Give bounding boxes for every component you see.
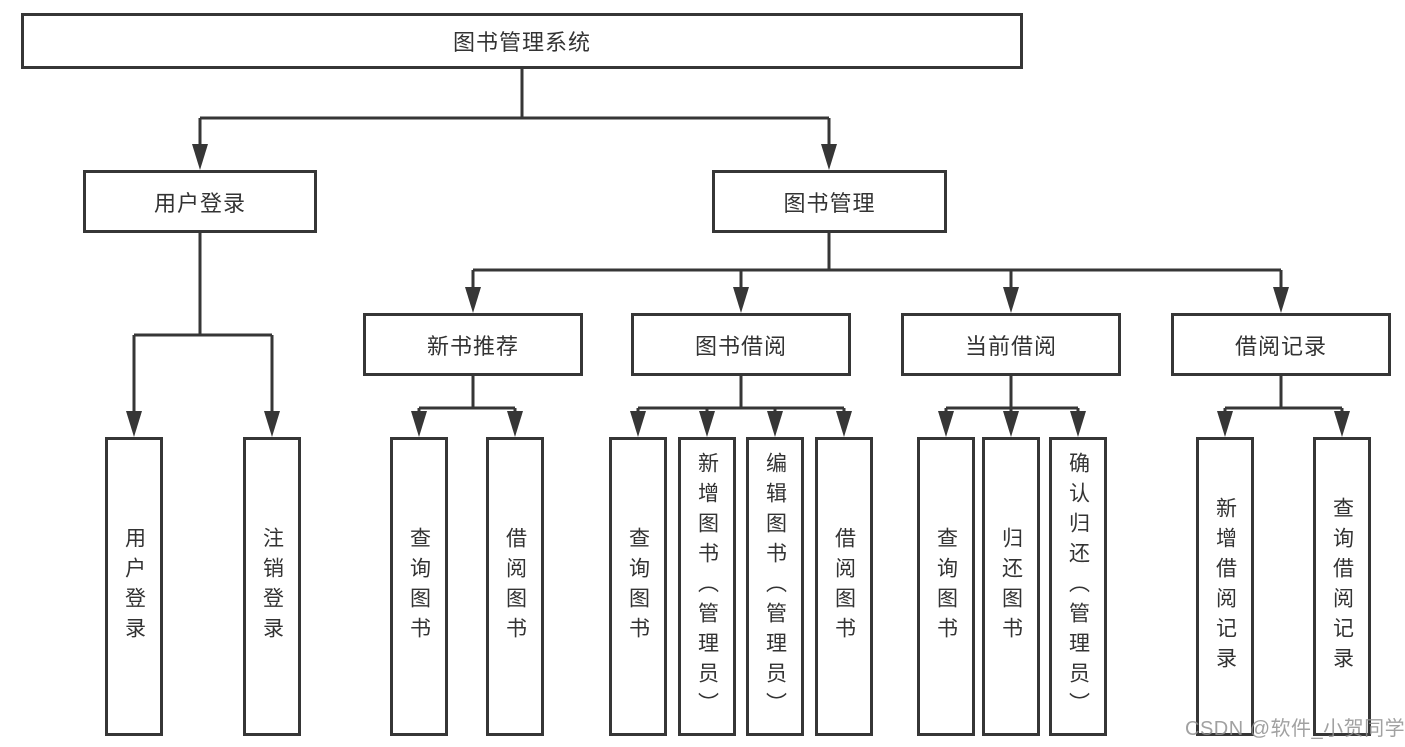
- leaf-user-login: 用户登录: [105, 437, 163, 736]
- node-user-login-branch: 用户登录: [83, 170, 317, 233]
- node-label: 查询图书: [407, 526, 431, 647]
- leaf-current-confirm-return-admin: 确认归还（管理员）: [1049, 437, 1107, 736]
- leaf-records-query-borrow-record: 查询借阅记录: [1313, 437, 1371, 736]
- node-current-borrowing: 当前借阅: [901, 313, 1121, 376]
- node-label: 用户登录: [122, 526, 146, 647]
- node-label: 查询图书: [934, 526, 958, 647]
- leaf-borrowing-borrow-books: 借阅图书: [815, 437, 873, 736]
- node-label: 借阅图书: [503, 526, 527, 647]
- leaf-current-return-books: 归还图书: [982, 437, 1040, 736]
- leaf-logout: 注销登录: [243, 437, 301, 736]
- leaf-current-query-books: 查询图书: [917, 437, 975, 736]
- node-label: 新书推荐: [426, 333, 519, 359]
- leaf-newbook-borrow-books: 借阅图书: [486, 437, 544, 736]
- node-label: 新增图书（管理员）: [695, 451, 719, 722]
- node-label: 借阅图书: [832, 526, 856, 647]
- node-label: 用户登录: [153, 190, 246, 216]
- node-label: 当前借阅: [964, 333, 1057, 359]
- node-label: 图书管理: [783, 190, 876, 216]
- node-label: 图书管理系统: [452, 30, 591, 55]
- node-book-management-branch: 图书管理: [712, 170, 947, 233]
- node-library-management-system: 图书管理系统: [21, 13, 1023, 69]
- csdn-watermark: CSDN @软件_小贺同学: [1185, 718, 1405, 740]
- node-label: 借阅记录: [1234, 333, 1327, 359]
- node-label: 编辑图书（管理员）: [763, 451, 787, 722]
- node-label: 确认归还（管理员）: [1066, 451, 1090, 722]
- node-label: 查询借阅记录: [1330, 496, 1354, 677]
- node-label: 查询图书: [626, 526, 650, 647]
- arrowheads: [126, 144, 1350, 437]
- leaf-newbook-query-books: 查询图书: [390, 437, 448, 736]
- node-label: 归还图书: [999, 526, 1023, 647]
- leaf-borrowing-add-books-admin: 新增图书（管理员）: [678, 437, 736, 736]
- node-book-borrowing: 图书借阅: [631, 313, 851, 376]
- leaf-records-add-borrow-record: 新增借阅记录: [1196, 437, 1254, 736]
- node-borrowing-records: 借阅记录: [1171, 313, 1391, 376]
- leaf-borrowing-query-books: 查询图书: [609, 437, 667, 736]
- connector-edges: [132, 69, 1344, 413]
- node-new-book-recommendation: 新书推荐: [363, 313, 583, 376]
- node-label: 图书借阅: [694, 333, 787, 359]
- leaf-borrowing-edit-books-admin: 编辑图书（管理员）: [746, 437, 804, 736]
- node-label: 注销登录: [260, 526, 284, 647]
- node-label: 新增借阅记录: [1213, 496, 1237, 677]
